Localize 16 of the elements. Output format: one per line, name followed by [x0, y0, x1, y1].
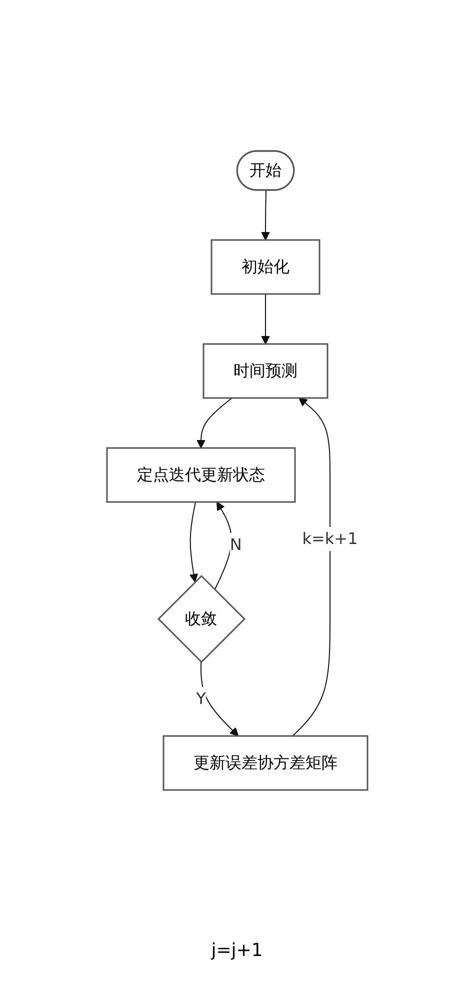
- arrow: [200, 661, 238, 736]
- arrow: [214, 501, 232, 590]
- arrow: [260, 293, 270, 344]
- node-diamond: 收敛: [157, 574, 246, 663]
- arrow: [260, 190, 270, 240]
- arrow: [196, 397, 232, 448]
- edge-label: N: [230, 534, 242, 554]
- node-box: 定点迭代更新状态: [106, 446, 296, 502]
- node-box: 初始化: [210, 238, 320, 294]
- node-box: 时间预测: [202, 342, 328, 398]
- edge-label: k=k+1: [302, 528, 358, 548]
- arrow: [189, 501, 198, 582]
- node-box: 更新误差协方差矩阵: [162, 734, 368, 790]
- loop-note: j=j+1: [211, 940, 263, 961]
- edge-label: Y: [196, 688, 206, 708]
- arrow: [292, 397, 330, 736]
